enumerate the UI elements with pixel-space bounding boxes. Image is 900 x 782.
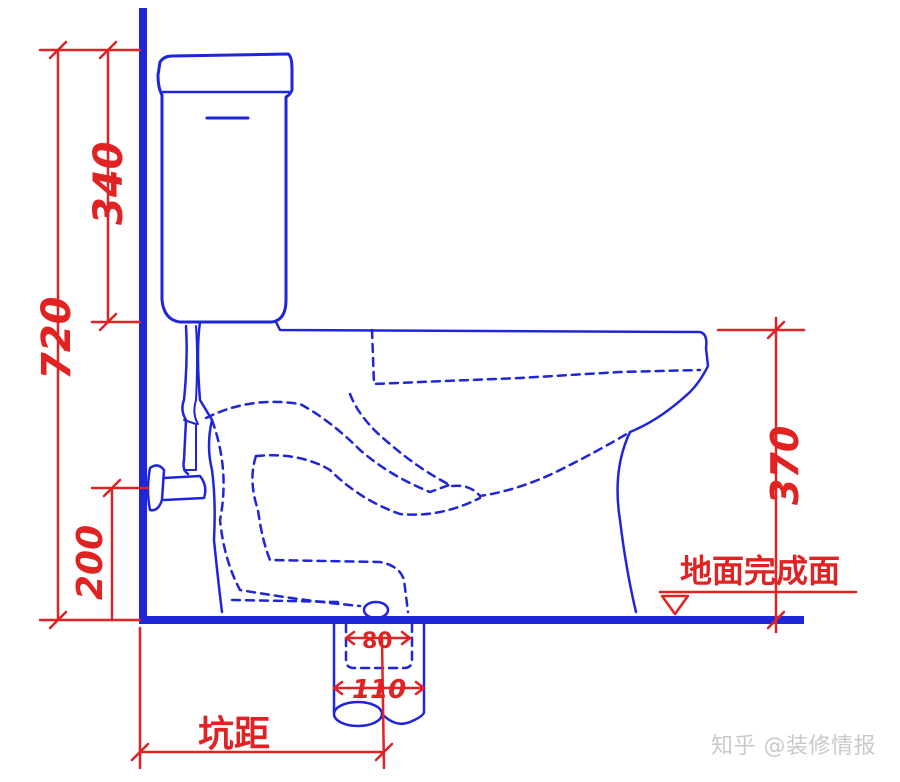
dim-110-arrow-right bbox=[414, 680, 426, 696]
drain-pipe-bottom bbox=[332, 700, 384, 728]
supply-pipe bbox=[181, 324, 190, 476]
floor-finish-triangle bbox=[660, 594, 690, 616]
tank-outline bbox=[156, 52, 294, 324]
rim-dash bbox=[370, 328, 702, 386]
dim-80-arrow-left bbox=[344, 630, 356, 646]
dim-720-tick-bottom bbox=[48, 610, 68, 630]
drain-pipe-inner bbox=[344, 622, 414, 670]
pit-distance-right-ext bbox=[380, 638, 386, 770]
dim-720-tick-top bbox=[48, 40, 68, 60]
dim-340-tick-top bbox=[98, 40, 118, 60]
angle-valve bbox=[146, 464, 207, 512]
dimensions: 720 340 200 370 地面完成面 80 110 bbox=[34, 40, 858, 770]
floor-finish-label: 地面完成面 bbox=[680, 552, 840, 590]
dim-110-arrow-left bbox=[332, 680, 344, 696]
dim-370-tick-top bbox=[766, 320, 786, 340]
dim-110-label: 110 bbox=[352, 675, 406, 705]
pit-distance-label: 坑距 bbox=[198, 713, 270, 755]
dim-200-label: 200 bbox=[70, 525, 111, 600]
drain-pipe-curve bbox=[380, 710, 426, 725]
dim-80-label: 80 bbox=[362, 629, 393, 654]
trap-lower-dash bbox=[210, 418, 362, 608]
wall-and-floor bbox=[139, 8, 804, 624]
trap-upper-dash bbox=[204, 400, 454, 494]
bowl-inner-dash bbox=[348, 392, 632, 498]
toilet-fixture bbox=[146, 52, 710, 728]
watermark: 知乎 @装修情报 bbox=[711, 734, 876, 759]
dim-340-tick-bottom bbox=[98, 312, 118, 332]
drain-pipe-outer bbox=[332, 622, 426, 714]
dim-720-label: 720 bbox=[34, 297, 80, 381]
drain-flange bbox=[362, 600, 390, 620]
valve-detail bbox=[183, 419, 197, 471]
trap-middle-dash bbox=[254, 454, 482, 516]
supply-pipe-inner bbox=[193, 325, 199, 425]
dim-370-label: 370 bbox=[763, 426, 807, 505]
pit-distance-tick-right bbox=[374, 742, 394, 762]
dim-340-label: 340 bbox=[86, 142, 132, 226]
dim-80-arrow-right bbox=[400, 630, 412, 646]
pit-distance-tick-left bbox=[130, 742, 150, 762]
trap-loop-dash bbox=[251, 454, 410, 614]
dim-370-tick-bottom bbox=[766, 610, 786, 630]
outlet-dash bbox=[230, 598, 342, 604]
bowl-front-base bbox=[196, 320, 224, 614]
dim-200-tick-top bbox=[102, 478, 122, 498]
bowl-outline bbox=[274, 320, 710, 614]
